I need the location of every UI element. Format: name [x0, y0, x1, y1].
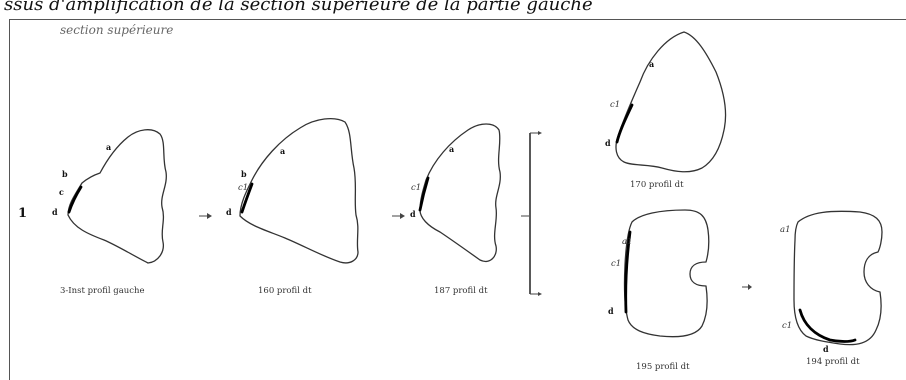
- shape-6-label-a1: a1: [780, 225, 790, 235]
- shape-6-caption: 194 profil dt: [806, 357, 860, 367]
- arrow-3: [742, 284, 752, 290]
- shape-6: a1 c1 d 194 profil dt: [780, 211, 882, 367]
- shape-2-label-c1: c1: [238, 183, 248, 193]
- shape-5: a1 c1 d 195 profil dt: [608, 210, 709, 372]
- shape-5-label-c1: c1: [611, 259, 621, 269]
- shape-3-label-a: a: [449, 144, 454, 154]
- shape-1-label-c: c: [59, 187, 64, 197]
- shape-1-label-d: d: [52, 207, 58, 217]
- shape-4-outline: [616, 32, 726, 172]
- shape-5-caption: 195 profil dt: [636, 362, 690, 372]
- shape-1-label-a: a: [106, 142, 111, 152]
- arrow-1: [199, 213, 212, 219]
- shape-5-label-a1: a1: [622, 237, 632, 247]
- shape-2-label-d: d: [226, 207, 232, 217]
- shape-1-caption: 3-Inst profil gauche: [60, 286, 145, 296]
- shape-3-label-c1: c1: [411, 183, 421, 193]
- shape-4-bold-segment: [617, 105, 632, 142]
- shape-4-caption: 170 profil dt: [630, 180, 684, 190]
- shape-3: a c1 d 187 profil dt: [410, 124, 500, 296]
- branch-bracket: [521, 131, 542, 296]
- shape-2-label-b: b: [241, 169, 247, 179]
- shape-5-label-d: d: [608, 306, 614, 316]
- shape-3-caption: 187 profil dt: [434, 286, 488, 296]
- shape-1-label-b: b: [62, 169, 68, 179]
- shape-3-label-d: d: [410, 209, 416, 219]
- shape-3-bold-segment: [420, 178, 428, 210]
- shape-1-bold-segment: [69, 187, 81, 212]
- row-label: 1: [18, 206, 27, 221]
- shape-4-label-d: d: [605, 138, 611, 148]
- shape-2-caption: 160 profil dt: [258, 286, 312, 296]
- shape-1-outline: [68, 130, 166, 263]
- shape-6-label-c1: c1: [782, 321, 792, 331]
- shape-5-outline: [624, 210, 708, 337]
- shape-4-label-c1: c1: [610, 100, 620, 110]
- shape-2-label-a: a: [280, 146, 285, 156]
- shape-3-outline: [420, 124, 500, 261]
- shape-2: a b c1 d 160 profil dt: [226, 119, 358, 296]
- shape-4-label-a: a: [649, 59, 654, 69]
- shape-4: a c1 d 170 profil dt: [605, 32, 726, 190]
- shape-1: a b c d 3-Inst profil gauche: [52, 130, 166, 296]
- shape-2-outline: [240, 119, 358, 263]
- arrow-2: [392, 213, 405, 219]
- shape-6-label-d: d: [823, 344, 829, 354]
